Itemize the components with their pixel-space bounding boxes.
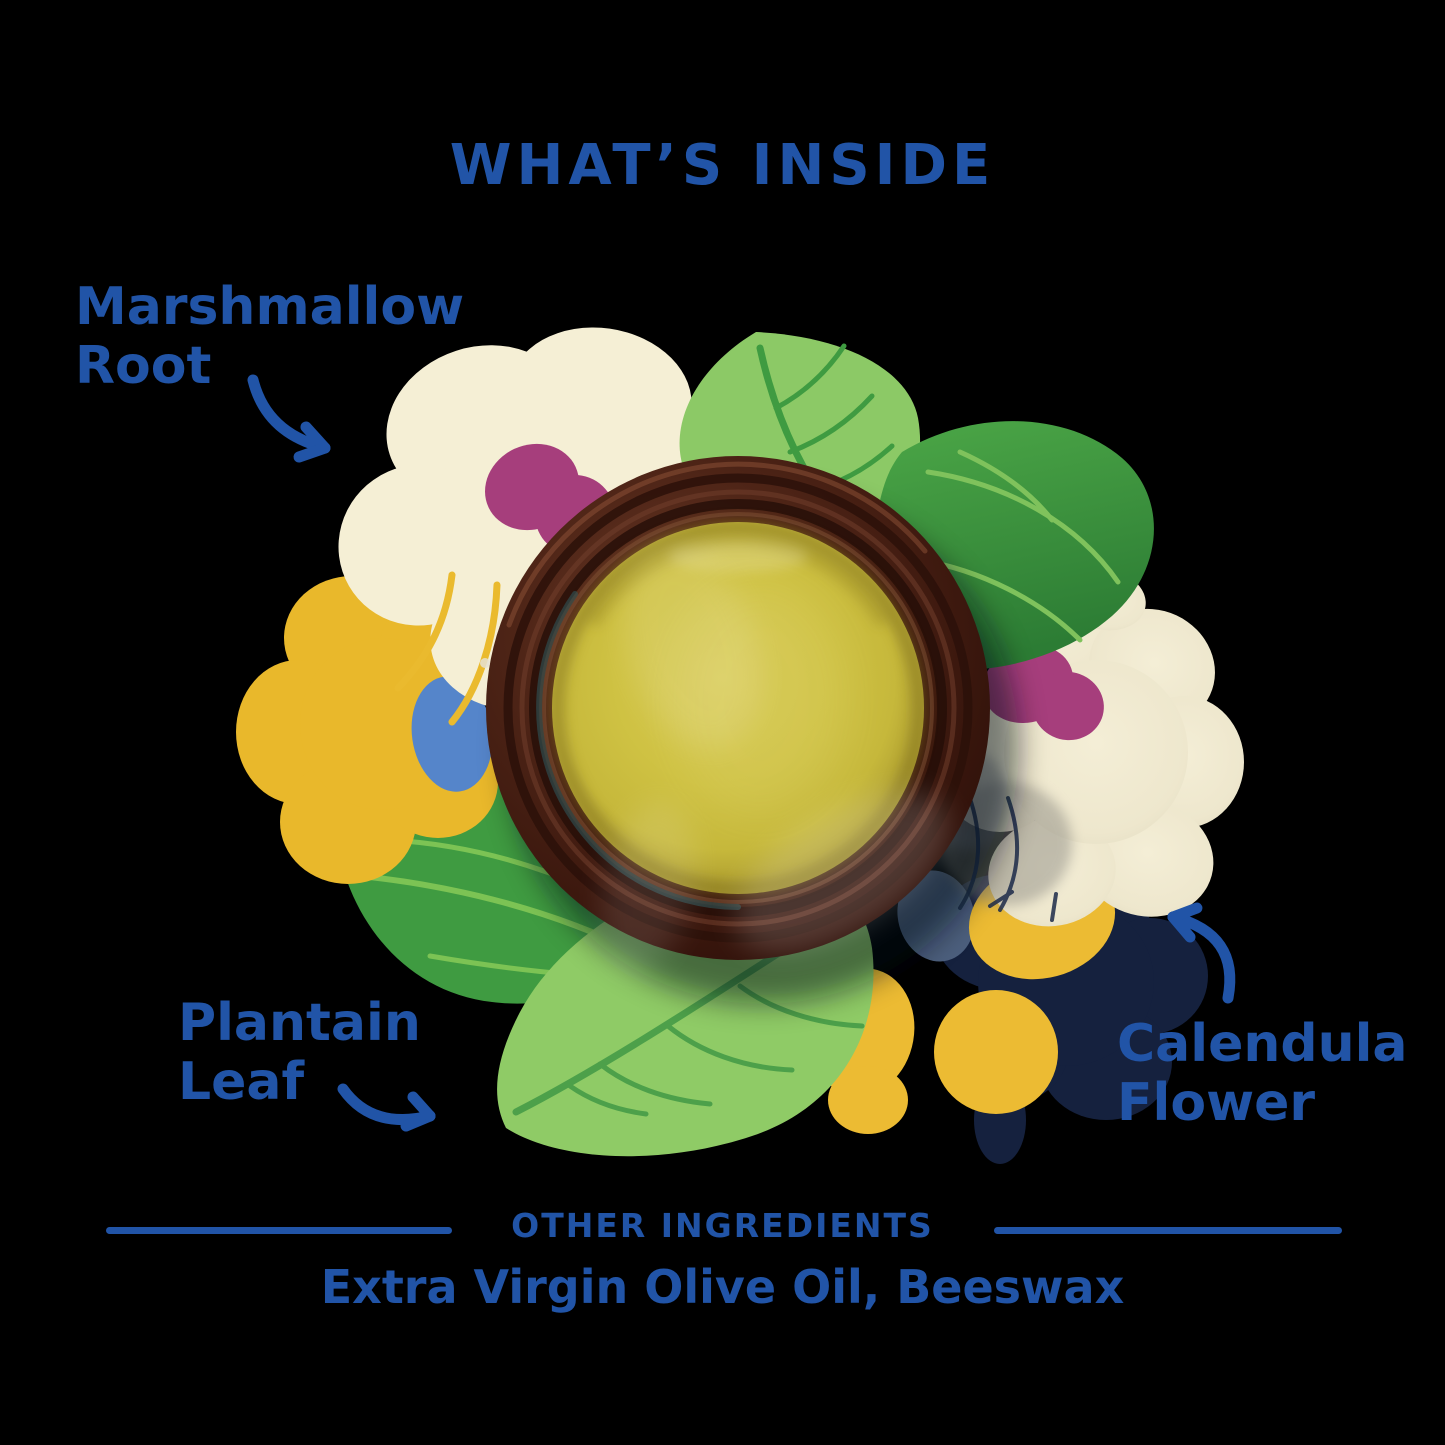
callout-plantain-leaf: Plantain Leaf (178, 994, 421, 1112)
callout-marshmallow-line2: Root (75, 336, 212, 396)
page-title: WHAT’S INSIDE (449, 133, 996, 198)
blue-flower-icon (411, 676, 493, 792)
callout-plantain-line1: Plantain (178, 993, 421, 1053)
callout-marshmallow-line1: Marshmallow (75, 277, 465, 337)
salve-jar (480, 456, 990, 971)
other-ingredients-heading: OTHER INGREDIENTS (511, 1206, 934, 1245)
callout-calendula-flower: Calendula Flower (1117, 1015, 1408, 1133)
callout-plantain-line2: Leaf (178, 1052, 305, 1112)
curved-arrow-calendula-icon (1167, 902, 1236, 1004)
divider-line-left (106, 1227, 452, 1234)
curved-arrow-plantain-icon (337, 1083, 436, 1132)
callout-calendula-line2: Flower (1117, 1073, 1316, 1133)
callout-calendula-line1: Calendula (1117, 1014, 1408, 1074)
callout-marshmallow-root: Marshmallow Root (75, 278, 464, 396)
other-ingredients-list: Extra Virgin Olive Oil, Beeswax (320, 1260, 1125, 1314)
divider-line-right (994, 1227, 1342, 1234)
curved-arrow-marshmallow-icon (247, 374, 331, 463)
